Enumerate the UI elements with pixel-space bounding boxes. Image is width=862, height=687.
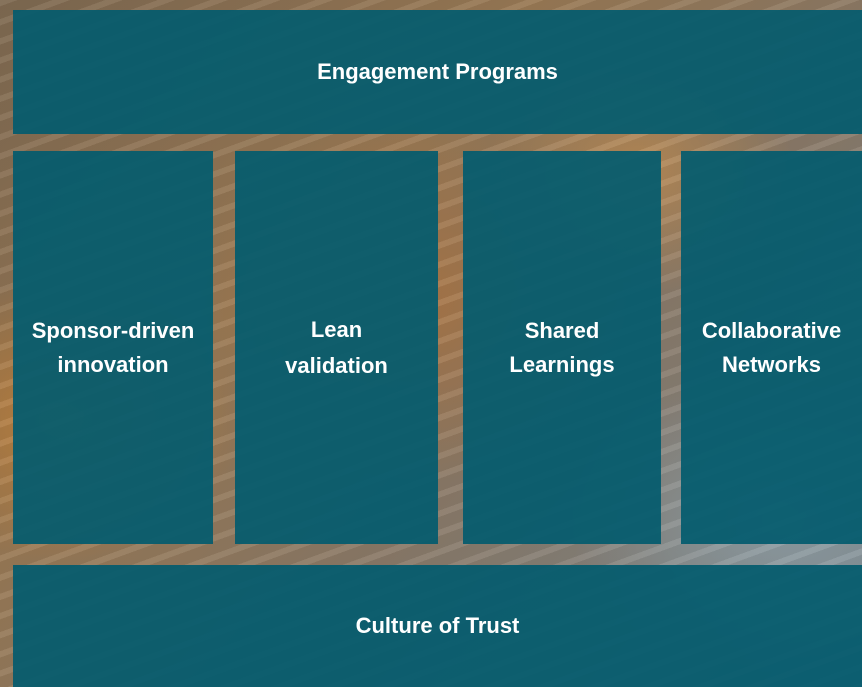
pillar-label-line1: Lean — [310, 316, 363, 342]
engagement-programs-bar: Engagement Programs — [13, 10, 862, 134]
pillar-label-line2: Networks — [721, 351, 822, 377]
pillar-label-line1: Sponsor-driven — [31, 317, 195, 343]
culture-of-trust-bar: Culture of Trust — [13, 565, 862, 687]
pillar-collaborative-networks: Collaborative Networks — [681, 151, 862, 544]
pillar-label-line1: Shared — [524, 317, 600, 343]
culture-of-trust-label: Culture of Trust — [355, 613, 520, 638]
pillar-lean-validation: Lean validation — [235, 151, 438, 544]
pillar-label-line2: innovation — [57, 351, 169, 377]
engagement-programs-label: Engagement Programs — [317, 59, 558, 84]
pillar-label-line1: Collaborative — [701, 317, 842, 343]
pillar-label-line2: Learnings — [509, 351, 615, 377]
pillar-label-line2: validation — [285, 352, 388, 378]
pillar-sponsor-driven-innovation: Sponsor-driven innovation — [13, 151, 213, 544]
pillar-shared-learnings: Shared Learnings — [463, 151, 661, 544]
